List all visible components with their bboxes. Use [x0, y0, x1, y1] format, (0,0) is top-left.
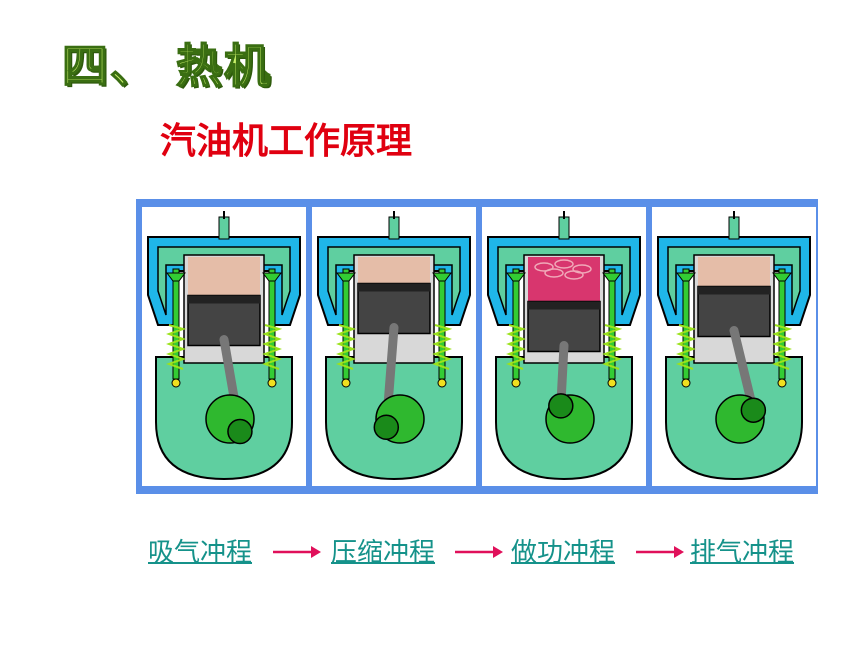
valve-spring — [336, 324, 357, 370]
power-stroke-link[interactable]: 做功冲程 — [511, 538, 616, 568]
spark-plug — [558, 216, 570, 240]
flame-cloud — [534, 262, 554, 272]
valve-head — [602, 272, 622, 282]
valve-head — [262, 272, 282, 282]
crank-pin — [740, 397, 767, 423]
valve-head — [506, 272, 526, 282]
valve-head — [336, 272, 356, 282]
combustion-chamber — [358, 257, 430, 284]
valve-tappet — [341, 378, 351, 388]
valve-spring — [432, 324, 453, 370]
valve-spring — [262, 324, 283, 370]
valve-spring — [166, 324, 187, 370]
valve-tappet — [511, 378, 521, 388]
spark-plug — [218, 216, 230, 240]
combustion-chamber — [698, 257, 770, 287]
engine-panel — [312, 207, 476, 486]
valve-spring — [602, 324, 623, 370]
piston-ring — [188, 295, 260, 304]
valve-tappet — [267, 378, 277, 388]
flame-cloud — [554, 259, 574, 269]
valve-spring — [676, 324, 697, 370]
valve-head — [166, 272, 186, 282]
valve-tappet — [607, 378, 617, 388]
piston-ring — [528, 301, 600, 310]
valve-spring — [772, 324, 793, 370]
engine-diagram — [142, 207, 816, 486]
intake-stroke-link[interactable]: 吸气冲程 — [148, 538, 253, 568]
compression-stroke-link[interactable]: 压缩冲程 — [331, 538, 436, 568]
combustion-chamber — [188, 257, 260, 296]
combustion-chamber — [528, 257, 600, 302]
engine-panel — [652, 207, 816, 486]
arrow-right-icon — [455, 546, 503, 558]
crank-pin — [373, 414, 400, 440]
engine-panel — [142, 207, 306, 486]
crank-pin — [227, 418, 253, 445]
exhaust-stroke-link[interactable]: 排气冲程 — [690, 538, 795, 568]
arrow-right-icon — [636, 546, 684, 558]
arrow-right-icon — [273, 546, 321, 558]
valve-tappet — [681, 378, 691, 388]
valve-tappet — [437, 378, 447, 388]
spark-plug — [388, 216, 400, 240]
piston-ring — [358, 283, 430, 292]
flame-cloud — [544, 268, 564, 278]
slide-subtitle: 汽油机工作原理 — [160, 121, 413, 162]
engine-panel — [482, 207, 646, 486]
valve-tappet — [777, 378, 787, 388]
engine-diagram-frame — [136, 199, 818, 494]
stroke-nav: 吸气冲程 压缩冲程 做功冲程 排气冲程 — [148, 532, 808, 572]
flame-cloud — [564, 270, 584, 280]
valve-spring — [506, 324, 527, 370]
spark-plug — [728, 216, 740, 240]
valve-head — [432, 272, 452, 282]
crank-pin — [548, 393, 574, 419]
valve-tappet — [171, 378, 181, 388]
slide-title: 四、 热机 — [61, 38, 273, 94]
piston-ring — [698, 286, 770, 295]
valve-head — [676, 272, 696, 282]
valve-head — [772, 272, 792, 282]
